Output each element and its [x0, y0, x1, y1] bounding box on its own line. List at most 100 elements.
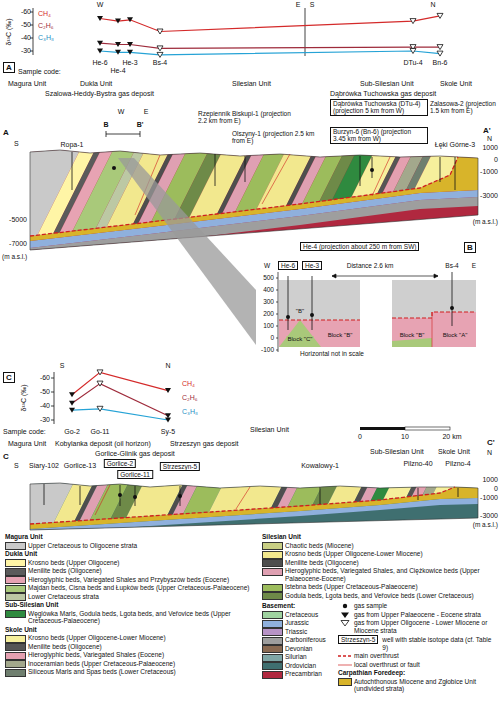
isotope-chart-c-part	[69, 392, 75, 397]
section-label: Sub-Silesian Unit	[370, 448, 424, 456]
legend-symbol	[338, 602, 352, 610]
isotope-chart-a-part	[305, 8, 306, 56]
isotope-chart-a-part	[100, 16, 440, 32]
isotope-chart-a-part	[127, 42, 133, 47]
section-label: -5000	[9, 216, 27, 224]
isotope-chart-a-part	[97, 41, 103, 46]
legend-heading: Skole Unit	[5, 626, 37, 634]
chart-label: Go-2	[64, 428, 80, 436]
cross-section-a	[0, 130, 500, 270]
section-label: Dukla Unit	[80, 80, 112, 88]
chart-label: C₂H₆	[38, 22, 54, 30]
section-label: (m a.s.l.)	[473, 218, 498, 225]
chart-label: -60	[21, 8, 31, 16]
section-label: -1000	[480, 168, 498, 176]
isotope-chart-c-part	[97, 406, 103, 411]
zoom-arrow	[118, 158, 256, 345]
chart-label: Sample code:	[18, 68, 61, 76]
cross-section-c-part	[178, 494, 182, 498]
legend-text: Silurian	[285, 653, 333, 661]
section-label: S	[14, 140, 19, 148]
legend-swatch	[5, 635, 26, 643]
legend-text: Chaotic beds (Miocene)	[285, 542, 497, 550]
isotope-chart-a-part	[410, 19, 416, 24]
box-text: Dąbrówka Tuchowska (DTu-4) (projection 5…	[333, 100, 425, 115]
panel-label: Bs-4	[445, 262, 458, 269]
panel-label: Block "A"	[443, 332, 468, 339]
panel-label: Horizontal not in scale	[300, 350, 364, 357]
legend-symbol	[338, 619, 352, 627]
chart-label: C₃H₈	[182, 408, 198, 416]
box-text: Strzeszyn-5	[163, 463, 197, 470]
isotope-chart-a-part	[100, 43, 440, 48]
chart-label: DTu-4	[403, 59, 422, 67]
chart-label: N	[430, 1, 435, 9]
chart-label: Sy-5	[161, 428, 175, 436]
cross-section-c-part-part	[0, 470, 485, 542]
chart-label: W	[97, 1, 104, 9]
panel-b-blocks-part	[310, 313, 314, 317]
section-label: C	[3, 452, 9, 461]
cross-section-c	[0, 470, 500, 542]
panel-label: 200	[262, 310, 275, 317]
panel-b-blocks-part	[276, 272, 278, 352]
isotope-chart-a-part	[115, 19, 121, 24]
legend-swatch	[5, 669, 26, 677]
isotope-chart-a-part	[127, 17, 133, 22]
legend-swatch	[5, 652, 26, 660]
legend-swatch	[262, 637, 283, 645]
panel-b-blocks-part	[392, 338, 432, 347]
section-label: 1000	[482, 144, 498, 152]
section-label: C'	[487, 438, 495, 447]
section-label: N	[487, 449, 492, 457]
box-text: Gorlice-2	[107, 460, 133, 467]
chart-label: -50	[40, 388, 50, 396]
box-text: He-3	[305, 262, 319, 269]
boxed-label: He-4 (projection about 250 m from SW)	[300, 242, 419, 251]
legend-text: main overthrust	[354, 652, 496, 660]
boxed-label: Gorlice-11	[117, 470, 153, 479]
legend-text: Triassic	[285, 628, 333, 636]
section-label: Łęki Górne-3	[435, 141, 475, 149]
cross-section-a-part	[30, 150, 478, 250]
section-label: 20 km	[442, 433, 461, 441]
boxed-label: Strzeszyn-5	[338, 635, 378, 644]
section-label: W	[118, 108, 125, 116]
section-label: 0	[358, 433, 362, 441]
panel-b-blocks	[276, 272, 476, 352]
box-text: A	[6, 63, 12, 72]
panel-label: -100	[260, 346, 275, 353]
section-label: Pilzno-4	[445, 460, 470, 468]
legend-swatch	[5, 585, 26, 593]
panel-label: Block "C"	[287, 336, 314, 343]
section-label: (m a.s.l.)	[2, 253, 27, 260]
box-text: Strzeszyn-5	[341, 636, 375, 643]
chart-label: Sample code:	[3, 428, 46, 436]
boxed-label: He-6	[278, 261, 298, 270]
section-label: A	[3, 128, 9, 137]
legend-swatch	[262, 611, 283, 619]
section-label: N	[487, 135, 492, 143]
legend-swatch	[262, 628, 283, 636]
section-label: Kowalowy-1	[301, 462, 339, 470]
isotope-chart-c-part	[72, 372, 168, 394]
section-label: Strzeszyn gas deposit	[170, 440, 238, 448]
section-label: Gorlice-Glinik gas deposit	[95, 450, 175, 458]
section-label: B'	[137, 121, 144, 129]
isotope-chart-c-part	[69, 408, 75, 413]
chart-label: -30	[40, 416, 50, 424]
legend-heading: Carpathian Foredeep:	[338, 669, 405, 677]
section-label: (m a.s.l.)	[473, 521, 498, 528]
legend-text: Hieroglyphic beds, Variegated Shales and…	[28, 576, 256, 584]
cross-section-a-part	[30, 157, 458, 236]
chart-label: Go-11	[91, 428, 110, 436]
cross-section-c-part-part-part	[350, 470, 398, 542]
section-label: Gorlice-13	[64, 462, 96, 470]
isotope-chart-a-part	[157, 29, 163, 34]
section-label: S	[14, 462, 19, 470]
legend-text: Menilite beds (Oligocene)	[28, 643, 256, 651]
legend-text: gas from Upper Oligocene - Lower Miocene…	[354, 619, 496, 634]
section-label: Dąbrówka Tuchowska gas deposit	[330, 90, 436, 98]
panel-label: W	[264, 262, 270, 269]
chart-label: δ¹³C (‰)	[20, 384, 28, 411]
